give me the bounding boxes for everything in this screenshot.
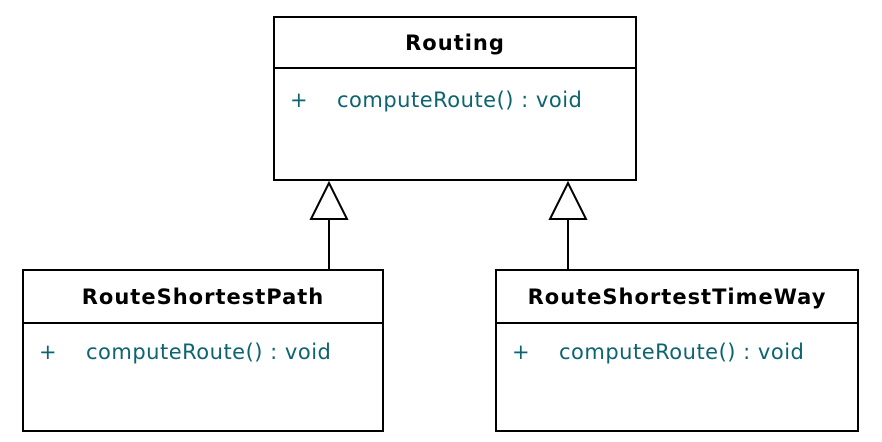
class-box-routeshortesttimeway: RouteShortestTimeWay + computeRoute() : v… — [495, 269, 859, 432]
generalization-arrow-routeshortesttimeway — [548, 180, 588, 270]
method-visibility: + — [290, 88, 309, 112]
class-methods-compartment: + computeRoute() : void — [24, 324, 382, 364]
method-row: + computeRoute() : void — [37, 340, 382, 364]
method-signature: computeRoute() : void — [559, 340, 805, 364]
class-name: RouteShortestTimeWay — [497, 271, 857, 324]
method-signature: computeRoute() : void — [337, 88, 583, 112]
class-box-routeshortestpath: RouteShortestPath + computeRoute() : void — [22, 269, 384, 432]
class-name: RouteShortestPath — [24, 271, 382, 324]
method-row: + computeRoute() : void — [288, 88, 635, 112]
generalization-arrow-routeshortestpath — [309, 180, 349, 270]
class-box-routing: Routing + computeRoute() : void — [273, 16, 637, 181]
method-signature: computeRoute() : void — [86, 340, 332, 364]
generalization-triangle-icon — [309, 180, 349, 220]
class-methods-compartment: + computeRoute() : void — [497, 324, 857, 364]
method-visibility: + — [39, 340, 58, 364]
generalization-triangle-icon — [548, 180, 588, 220]
method-visibility: + — [512, 340, 531, 364]
class-name: Routing — [275, 18, 635, 69]
method-row: + computeRoute() : void — [510, 340, 857, 364]
class-methods-compartment: + computeRoute() : void — [275, 69, 635, 112]
